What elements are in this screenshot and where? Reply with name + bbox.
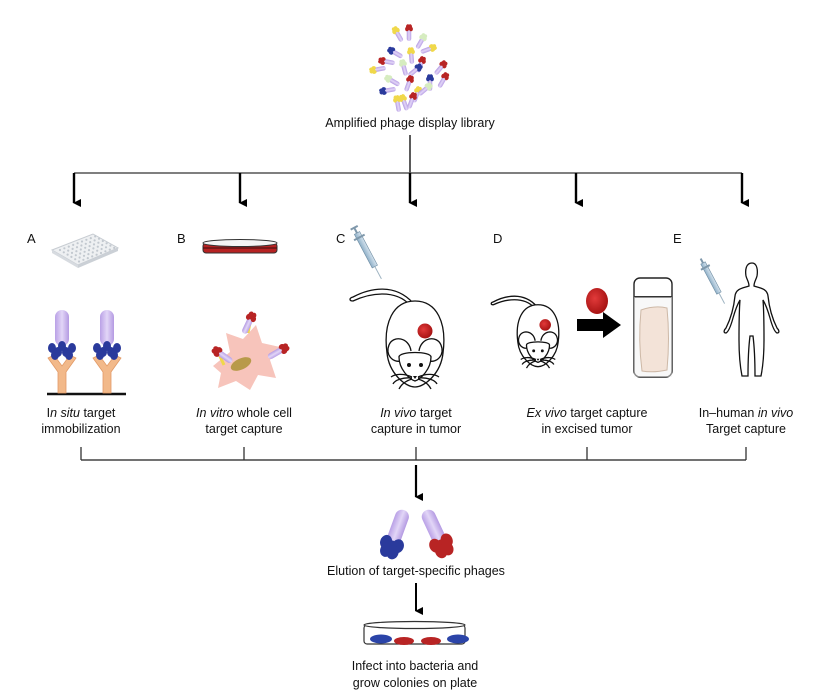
panel-letter-a: A: [27, 231, 36, 246]
caption-b-suffix: whole cell: [233, 406, 292, 420]
bottom-merge-connector: [80, 447, 747, 501]
plate-label-line1: Infect into bacteria and: [351, 659, 479, 673]
cell-bound-phage-icon: [267, 343, 290, 359]
panel-letter-b: B: [177, 231, 186, 246]
library-phage-icon: [387, 46, 403, 59]
right-arrow-icon: [577, 312, 621, 338]
library-phage-icon: [405, 24, 413, 41]
eluted-red-phage-icon: [421, 509, 454, 559]
library-phage-icon: [420, 44, 437, 54]
syringe-icon: [350, 224, 382, 280]
well-plate-icon: [50, 233, 120, 268]
top-branch-connector: [72, 135, 749, 207]
phage-library-cluster: [369, 24, 450, 112]
eluted-blue-phage-icon: [380, 509, 409, 560]
caption-c-suffix: target: [416, 406, 452, 420]
excised-tumor-icon: [586, 288, 608, 314]
cell-bound-phage-icon: [242, 311, 257, 334]
whole-cell-with-phages-illustration: [211, 311, 290, 390]
panel-letter-d: D: [493, 231, 503, 246]
caption-d-suffix: target capture: [566, 406, 648, 420]
library-phage-icon: [434, 60, 448, 75]
caption-a-italic: n situ: [50, 406, 80, 420]
caption-e-prefix: In–human: [698, 406, 758, 420]
caption-panel-a: In situ target immobilization: [21, 405, 141, 437]
library-phage-icon: [393, 95, 401, 112]
caption-e-italic: in vivo: [757, 406, 794, 420]
caption-a-line2: immobilization: [41, 422, 121, 436]
library-phage-icon: [399, 94, 409, 111]
small-mouse-with-tumor-illustration: [490, 295, 560, 369]
panel-letter-c: C: [336, 231, 346, 246]
caption-d-line2: in excised tumor: [541, 422, 633, 436]
caption-c-line2: capture in tumor: [370, 422, 462, 436]
library-phage-icon: [407, 47, 415, 64]
library-phage-icon: [378, 57, 395, 65]
library-phage-icon: [418, 82, 433, 96]
cell-bound-phage-icon: [211, 346, 233, 364]
library-phage-icon: [384, 74, 400, 87]
library-label: Amplified phage display library: [325, 116, 495, 130]
caption-panel-b: In vitro whole cell target capture: [174, 405, 314, 437]
caption-panel-c: In vivo target capture in tumor: [346, 405, 486, 437]
elution-label: Elution of target-specific phages: [327, 564, 505, 578]
library-phage-icon: [399, 59, 408, 76]
panel-letter-e: E: [673, 231, 682, 246]
caption-b-line2: target capture: [205, 422, 283, 436]
caption-e-line2: Target capture: [706, 422, 786, 436]
human-figure-illustration: [723, 262, 780, 377]
tissue-vial-icon: [633, 277, 673, 378]
library-phage-icon: [437, 72, 450, 88]
colony-plate-icon: [363, 620, 469, 645]
antibody-phage-complex: [92, 310, 122, 394]
antibody-phage-complex: [47, 310, 77, 394]
culture-dish-icon: [202, 239, 278, 254]
caption-b-italic: In vitro: [196, 406, 234, 420]
immobilized-antibody-phage-illustration: [47, 310, 126, 396]
library-phage-icon: [369, 66, 386, 74]
mouse-with-tumor-illustration: [349, 288, 445, 390]
caption-c-italic: In vivo: [380, 406, 417, 420]
caption-a-suffix: target: [79, 406, 116, 420]
plate-label-line2: grow colonies on plate: [352, 676, 478, 690]
library-phage-icon: [404, 75, 414, 92]
library-phage-icon: [415, 33, 428, 49]
library-phage-icon: [379, 87, 396, 95]
caption-panel-d: Ex vivo target capture in excised tumor: [512, 405, 662, 437]
caption-panel-e: In–human in vivo Target capture: [681, 405, 811, 437]
library-phage-icon: [391, 26, 404, 42]
library-phage-icon: [407, 92, 417, 109]
caption-d-italic: Ex vivo: [526, 406, 567, 420]
caption-a-prefix: I: [46, 406, 51, 420]
library-phage-icon: [408, 63, 423, 77]
eluted-phages-illustration: [380, 509, 454, 560]
syringe-icon-human: [699, 258, 726, 304]
